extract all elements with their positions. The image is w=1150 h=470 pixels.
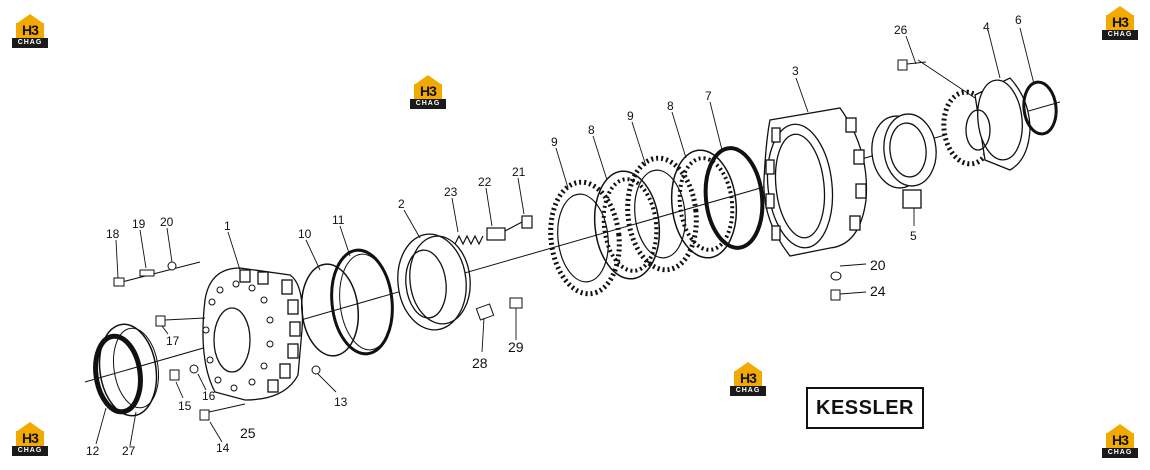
- label-5: 5: [910, 229, 917, 243]
- label-19: 19: [132, 217, 146, 231]
- label-15: 15: [178, 399, 192, 413]
- logo-mark: H3: [22, 22, 39, 38]
- label-9b: 9: [551, 135, 558, 149]
- label-24: 24: [870, 283, 886, 299]
- label-9a: 9: [627, 109, 634, 123]
- drum-3: [763, 107, 868, 257]
- label-22: 22: [478, 175, 492, 189]
- label-13: 13: [334, 395, 348, 409]
- bolt-17: [155, 315, 206, 327]
- logo-watermark-bottom-right: H3 CHAG: [1100, 424, 1140, 458]
- logo-watermark-upper-center: H3 CHAG: [408, 75, 448, 109]
- bolts-18-19-20: [113, 261, 201, 287]
- label-29: 29: [508, 339, 524, 355]
- hub-4: [941, 77, 1031, 171]
- parts-28-29: [475, 297, 523, 321]
- label-25: 25: [240, 425, 256, 441]
- bearing-5: [871, 113, 937, 209]
- logo-mark: H3: [420, 83, 437, 99]
- logo-mark: H3: [1112, 14, 1129, 30]
- label-17: 17: [166, 334, 180, 348]
- parts-15-16: [169, 364, 199, 381]
- label-7: 7: [705, 89, 712, 103]
- seal-ring-12: [93, 323, 159, 417]
- label-3: 3: [792, 64, 799, 78]
- brand-label-box: KESSLER: [806, 387, 924, 429]
- label-20a: 20: [160, 215, 174, 229]
- clutch-disc-8a: [593, 170, 661, 280]
- clutch-disc-8b: [670, 149, 738, 259]
- bolt-14-25: [199, 403, 246, 421]
- label-6: 6: [1015, 13, 1022, 27]
- oring-13: [311, 365, 321, 375]
- label-16: 16: [202, 389, 216, 403]
- rings-10-11: [300, 248, 394, 357]
- piston-2: [397, 233, 471, 331]
- label-8a: 8: [667, 99, 674, 113]
- label-12: 12: [86, 444, 100, 458]
- label-10: 10: [298, 227, 312, 241]
- logo-sub: CHAG: [1102, 30, 1138, 40]
- logo-sub: CHAG: [12, 446, 48, 456]
- logo-watermark-bottom-left: H3 CHAG: [10, 422, 50, 456]
- label-23: 23: [444, 185, 458, 199]
- logo-sub: CHAG: [12, 38, 48, 48]
- label-4: 4: [983, 20, 990, 34]
- label-28: 28: [472, 355, 488, 371]
- logo-watermark-lower-center: H3 CHAG: [728, 362, 768, 396]
- logo-mark: H3: [1112, 432, 1129, 448]
- parts-20-24: [830, 271, 842, 301]
- label-20b: 20: [870, 257, 886, 273]
- spring-23: [454, 215, 533, 246]
- label-21: 21: [512, 165, 526, 179]
- logo-mark: H3: [740, 370, 757, 386]
- housing-1: [202, 267, 304, 401]
- logo-sub: CHAG: [1102, 448, 1138, 458]
- snap-ring-6: [1022, 80, 1058, 136]
- label-26: 26: [894, 23, 908, 37]
- bolt-26: [897, 59, 927, 71]
- label-2: 2: [398, 197, 405, 211]
- label-14: 14: [216, 441, 230, 455]
- logo-watermark-top-right: H3 CHAG: [1100, 6, 1140, 40]
- logo-mark: H3: [22, 430, 39, 446]
- label-11: 11: [332, 213, 345, 227]
- label-18: 18: [106, 227, 120, 241]
- snap-ring-7: [703, 146, 765, 250]
- logo-watermark-top-left: H3 CHAG: [10, 14, 50, 48]
- logo-sub: CHAG: [730, 386, 766, 396]
- label-8b: 8: [588, 123, 595, 137]
- logo-sub: CHAG: [410, 99, 446, 109]
- clutch-disc-9a: [548, 179, 622, 297]
- clutch-disc-9b: [625, 155, 699, 273]
- label-27: 27: [122, 444, 136, 458]
- label-1: 1: [224, 219, 231, 233]
